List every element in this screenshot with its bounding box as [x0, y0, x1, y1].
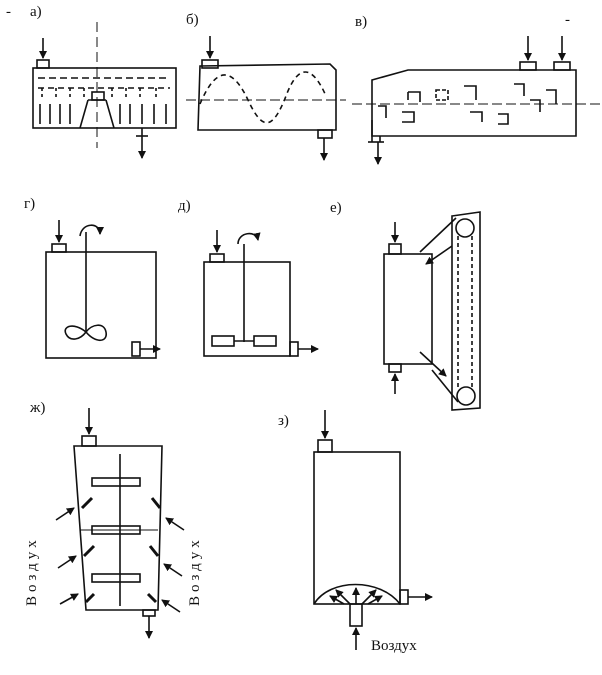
dash-mark-right: - [565, 12, 570, 28]
label-zh: ж) [30, 400, 46, 416]
label-d: д) [178, 198, 191, 214]
diagram-d [203, 230, 319, 357]
diagram-zh [55, 408, 185, 639]
label-v: в) [355, 14, 368, 30]
air-label-bottom: Воздух [371, 638, 417, 654]
diagram-e [383, 211, 481, 411]
label-z: з) [278, 413, 289, 429]
diagram-g [45, 220, 161, 359]
label-e: е) [330, 200, 342, 216]
diagram-z [313, 410, 433, 650]
dash-mark-left: - [6, 4, 11, 20]
diagram-a [32, 22, 177, 159]
diagram-b [186, 36, 346, 161]
label-a: а) [30, 4, 42, 20]
diagram-v [352, 36, 600, 165]
label-b: б) [186, 12, 199, 28]
label-g: г) [24, 196, 36, 212]
